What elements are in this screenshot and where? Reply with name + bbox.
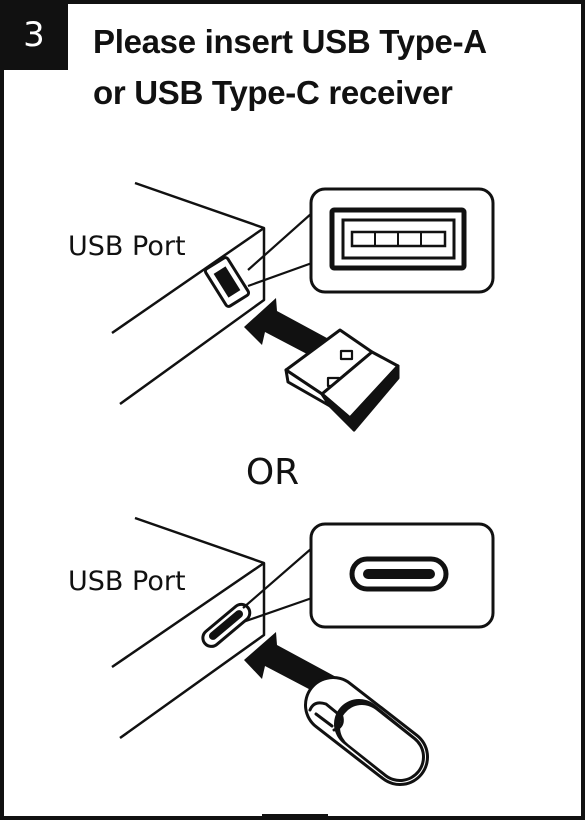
usb-c-port [201, 602, 252, 648]
usb-a-port [203, 256, 251, 308]
usb-port-label-type-a: USB Port [68, 231, 186, 262]
usb-a-receiver [284, 328, 400, 432]
title-line-2: or USB Type-C receiver [93, 74, 453, 111]
usb-a-port-zoom [309, 187, 495, 294]
usb-c-port-zoom [309, 522, 495, 629]
insert-arrow-c [244, 632, 338, 698]
step-number-badge: 3 [0, 0, 68, 70]
zoom-leader-lines-c [242, 547, 313, 624]
computer-side-panel-c [111, 516, 266, 740]
usb-port-label-type-c: USB Port [68, 566, 186, 597]
or-separator: OR [245, 452, 300, 493]
computer-side-panel-a [111, 181, 266, 406]
page-tab-marker [262, 814, 328, 820]
zoom-leader-lines-a [247, 212, 313, 288]
title-line-1: Please insert USB Type-A [93, 23, 487, 60]
usb-c-receiver [304, 676, 429, 786]
